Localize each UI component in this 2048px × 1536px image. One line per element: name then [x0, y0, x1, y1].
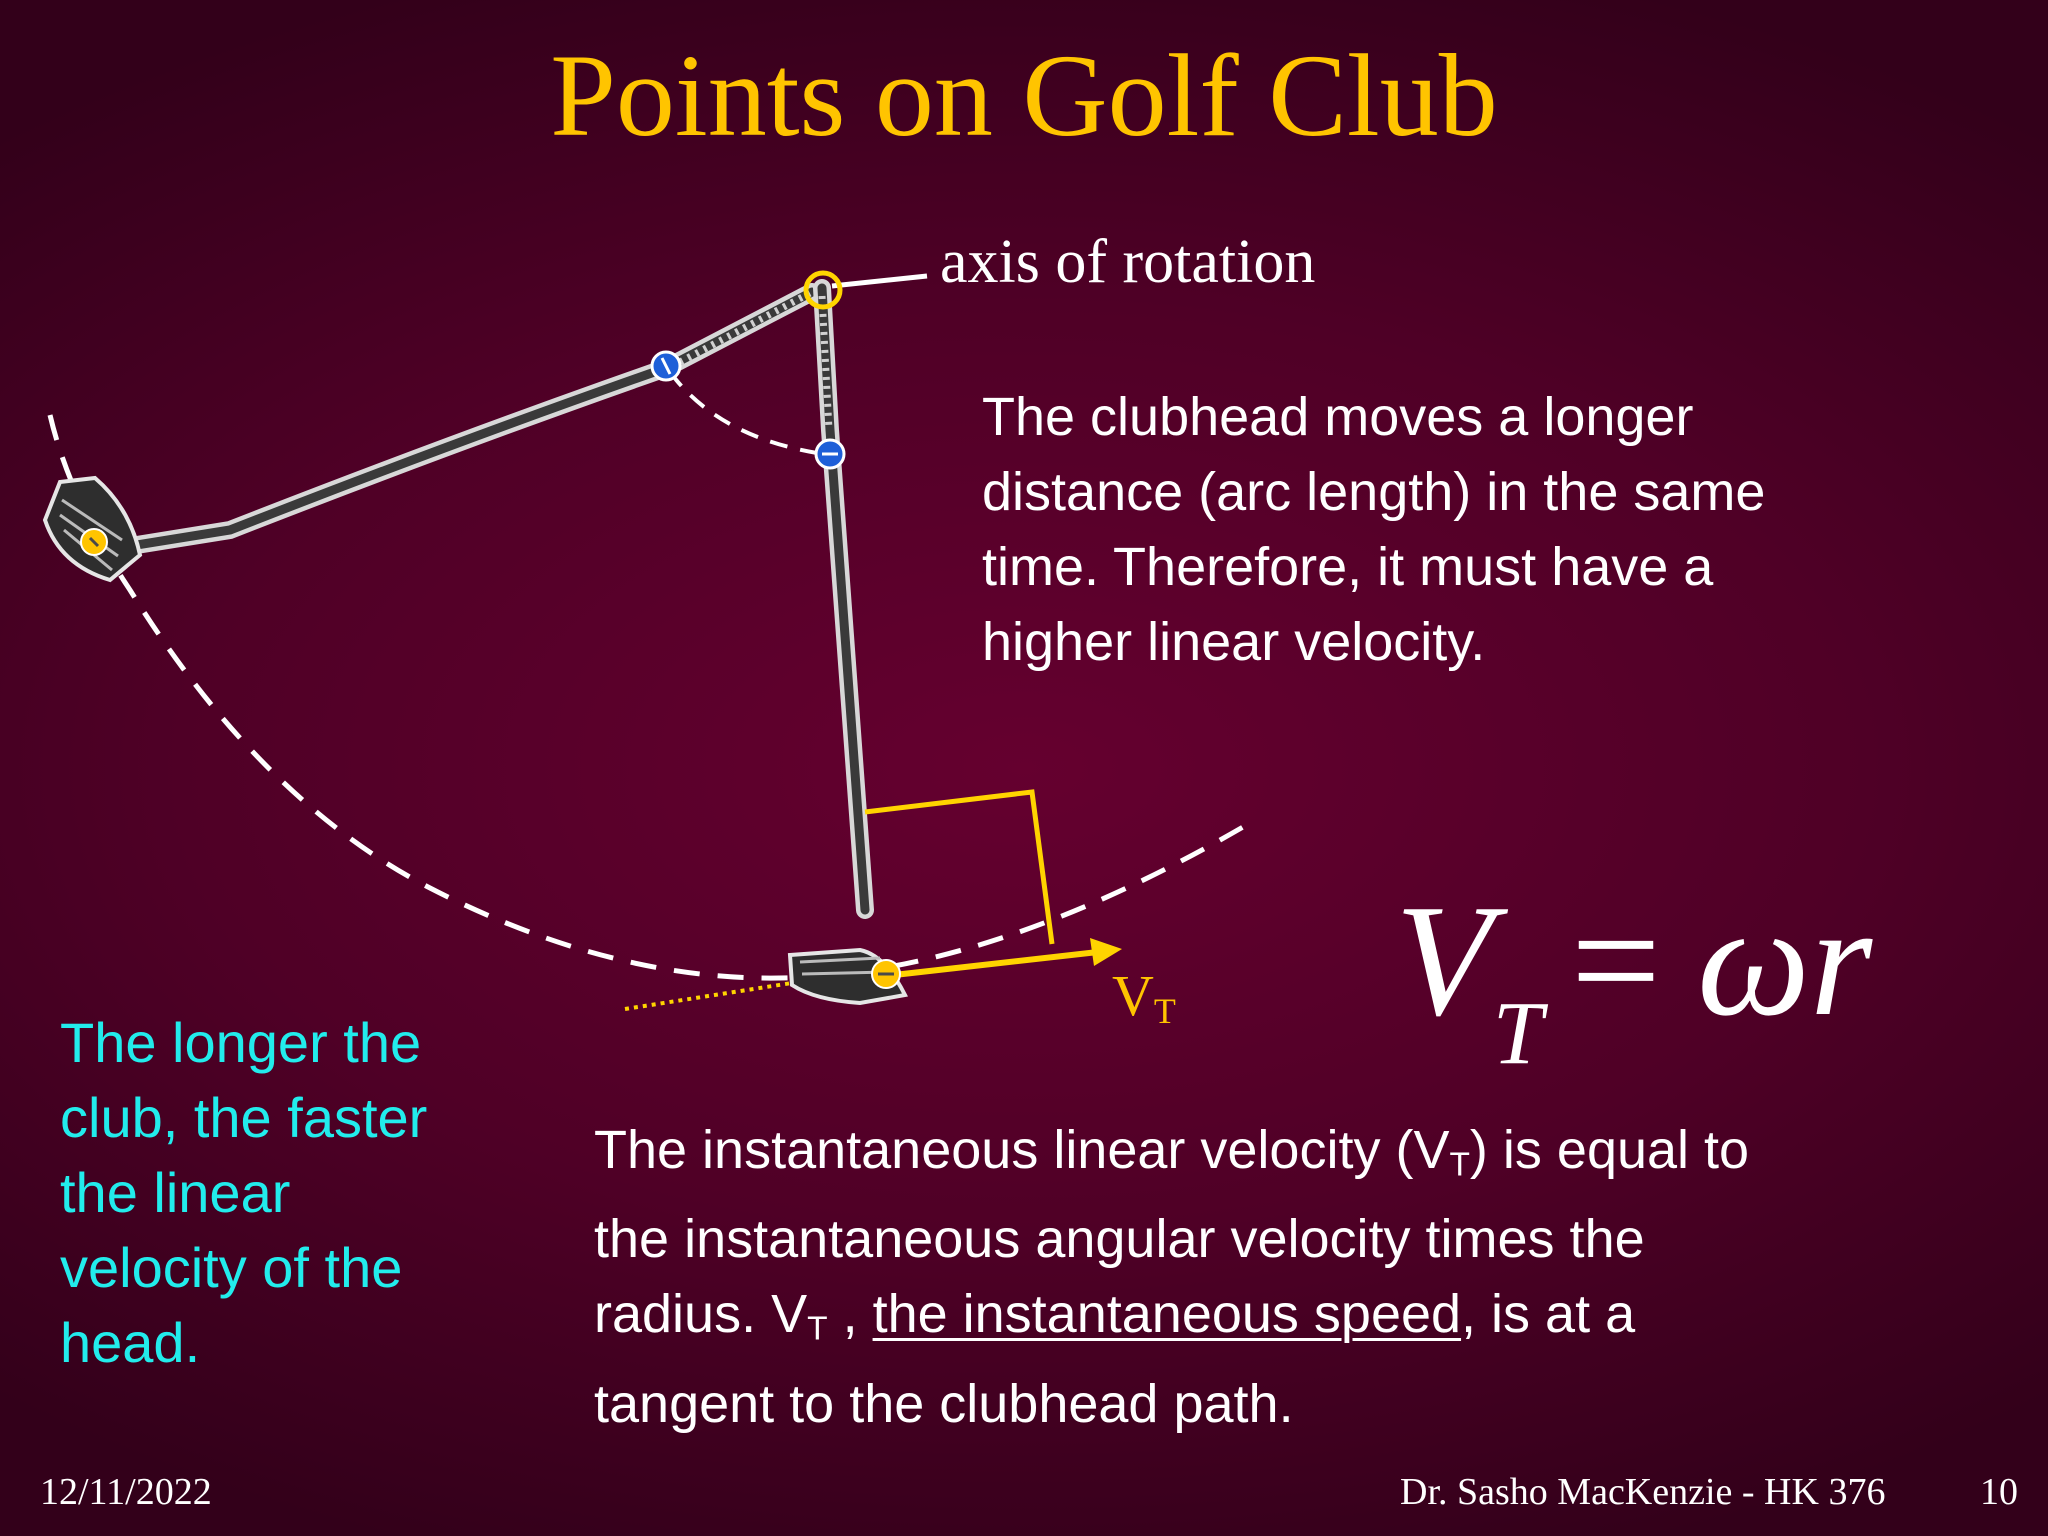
clubhead-path-arc	[47, 414, 1257, 981]
velocity-label-main: V	[1112, 963, 1154, 1028]
clubhead-point-left	[80, 528, 108, 556]
axis-pointer-line	[831, 273, 928, 289]
note-line: head.	[60, 1311, 201, 1374]
slide-number: 10	[1980, 1471, 2018, 1513]
formula-equals: =	[1570, 871, 1662, 1049]
text-line: The clubhead moves a longer	[982, 387, 1694, 447]
axis-of-rotation-label: axis of rotation	[940, 228, 1316, 296]
shaft-point-right	[814, 438, 846, 470]
note-line: velocity of the	[60, 1236, 403, 1299]
text-line: distance (arc length) in the same	[982, 462, 1766, 522]
text-line: time. Therefore, it must have a	[982, 537, 1714, 597]
velocity-label-subscript: T	[1153, 990, 1176, 1031]
velocity-formula: VT=ωr	[1395, 880, 1872, 1080]
text-line: The instantaneous linear velocity (VT) i…	[594, 1120, 1750, 1184]
clubhead-point-bottom	[871, 959, 901, 989]
note-line: club, the faster	[60, 1086, 428, 1149]
vertical-golf-club	[787, 279, 908, 1006]
instantaneous-velocity-explanation: The instantaneous linear velocity (VT) i…	[594, 1113, 2014, 1442]
note-line: The longer the	[60, 1011, 422, 1074]
text-line: the instantaneous angular velocity times…	[594, 1209, 1645, 1270]
underlined-term: the instantaneous speed	[872, 1284, 1462, 1345]
shaft-point-left	[650, 350, 682, 382]
text-line: radius. VT , the instantaneous speed, is…	[594, 1284, 1636, 1348]
text-line: higher linear velocity.	[982, 612, 1486, 672]
velocity-label: VT	[1112, 962, 1176, 1032]
inner-arc	[668, 370, 831, 457]
velocity-arrow	[884, 938, 1122, 979]
golf-club-icon	[42, 283, 821, 583]
formula-subscript: T	[1492, 984, 1543, 1084]
note-line: the linear	[60, 1161, 291, 1224]
arc-length-explanation: The clubhead moves a longer distance (ar…	[982, 380, 2002, 680]
slide-title: Points on Golf Club	[550, 30, 1498, 161]
formula-rhs: ωr	[1697, 871, 1873, 1049]
rotation-axis-marker	[803, 270, 843, 310]
text-line: tangent to the clubhead path.	[594, 1373, 1294, 1434]
right-angle-marker	[864, 789, 1055, 945]
footer-author: Dr. Sasho MacKenzie - HK 376	[1400, 1471, 1886, 1513]
footer-date: 12/11/2022	[40, 1471, 212, 1513]
longer-club-note: The longer the club, the faster the line…	[60, 1005, 500, 1380]
formula-lhs: V	[1395, 871, 1493, 1049]
